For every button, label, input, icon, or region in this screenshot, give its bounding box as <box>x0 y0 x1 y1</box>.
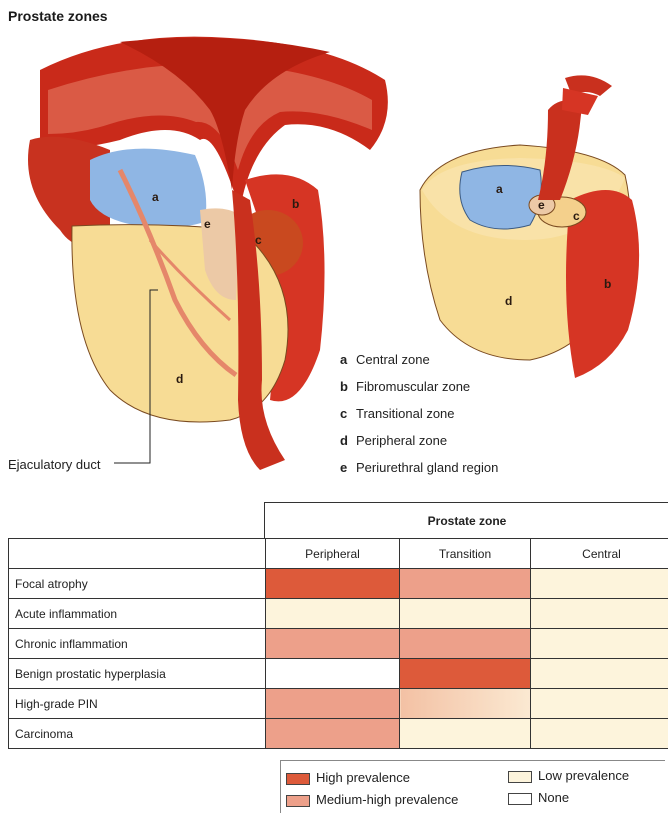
table-row: Carcinoma <box>9 719 668 749</box>
table-row: Chronic inflammation <box>9 629 668 659</box>
table-row: Focal atrophy <box>9 569 668 599</box>
col-peripheral: Peripheral <box>266 539 400 569</box>
prevalence-legend: High prevalence Medium-high prevalence L… <box>284 764 664 814</box>
prostate-anatomy-illustration: a b c d e a b c d e <box>0 0 668 500</box>
cell-transition <box>400 689 531 719</box>
column-header-row: Peripheral Transition Central <box>9 539 668 569</box>
letter-a-left: a <box>152 190 159 204</box>
cell-peripheral <box>266 689 400 719</box>
cell-central <box>531 569 668 599</box>
row-label: Carcinoma <box>9 719 266 749</box>
prostate-zone-header: Prostate zone <box>264 502 668 539</box>
cell-central <box>531 599 668 629</box>
central-zone-right <box>460 165 541 229</box>
cell-central <box>531 659 668 689</box>
prevalence-grid: Peripheral Transition Central Focal atro… <box>8 538 668 749</box>
cell-transition <box>400 599 531 629</box>
cell-central <box>531 719 668 749</box>
cell-transition <box>400 629 531 659</box>
legend-swatch-medium-high <box>286 795 310 807</box>
row-label: Chronic inflammation <box>9 629 266 659</box>
cell-peripheral <box>266 629 400 659</box>
header-blank <box>9 539 266 569</box>
cell-peripheral <box>266 569 400 599</box>
row-label: Focal atrophy <box>9 569 266 599</box>
cell-peripheral <box>266 719 400 749</box>
letter-d-left: d <box>176 372 183 386</box>
cell-central <box>531 629 668 659</box>
ejaculatory-duct-label: Ejaculatory duct <box>8 457 101 472</box>
letter-a-right: a <box>496 182 503 196</box>
letter-e-left: e <box>204 217 211 231</box>
cell-central <box>531 689 668 719</box>
col-transition: Transition <box>400 539 531 569</box>
col-central: Central <box>531 539 668 569</box>
legend-item-medium-high: Medium-high prevalence <box>286 792 458 807</box>
central-zone-left <box>90 149 206 229</box>
cell-peripheral <box>266 659 400 689</box>
legend-item-none: None <box>508 790 569 805</box>
letter-d-right: d <box>505 294 512 308</box>
table-row: High-grade PIN <box>9 689 668 719</box>
legend-swatch-low <box>508 771 532 783</box>
legend-item-low: Low prevalence <box>508 768 629 783</box>
cell-transition <box>400 569 531 599</box>
cell-peripheral <box>266 599 400 629</box>
row-label: Acute inflammation <box>9 599 266 629</box>
letter-c-right: c <box>573 209 580 223</box>
letter-b-left: b <box>292 197 299 211</box>
letter-b-right: b <box>604 277 611 291</box>
table-row: Acute inflammation <box>9 599 668 629</box>
letter-e-right: e <box>538 198 545 212</box>
legend-swatch-none <box>508 793 532 805</box>
legend-swatch-high <box>286 773 310 785</box>
table-row: Benign prostatic hyperplasia <box>9 659 668 689</box>
cell-transition <box>400 659 531 689</box>
cell-transition <box>400 719 531 749</box>
legend-item-high: High prevalence <box>286 770 410 785</box>
letter-c-left: c <box>255 233 262 247</box>
row-label: High-grade PIN <box>9 689 266 719</box>
row-label: Benign prostatic hyperplasia <box>9 659 266 689</box>
prevalence-table: Prostate zone Peripheral Transition Cent… <box>8 502 668 756</box>
